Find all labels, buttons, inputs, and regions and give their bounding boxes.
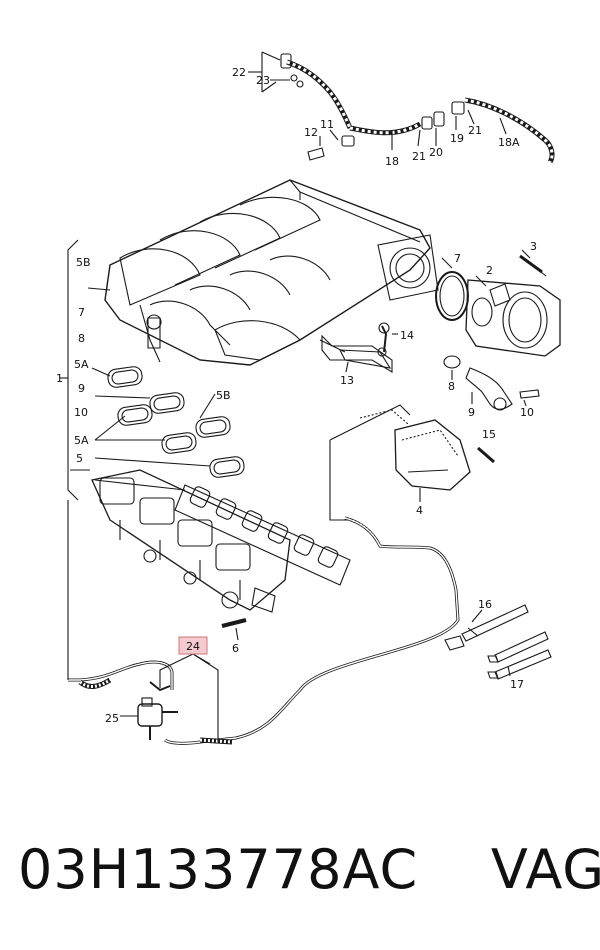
- part-number-caption: 03H133778AC VAG: [18, 838, 600, 901]
- callout-8-right: 8: [448, 380, 455, 393]
- gaskets-5a: [107, 366, 245, 478]
- callout-7-right: 7: [454, 252, 461, 265]
- callout-7-left: 7: [78, 306, 85, 319]
- callout-13: 13: [340, 374, 354, 387]
- callout-6: 6: [232, 642, 239, 655]
- callout-14: 14: [400, 329, 414, 342]
- callout-5a-bottom: 5A: [74, 434, 89, 447]
- callout-21a: 21: [412, 150, 426, 163]
- vacuum-valve: [137, 681, 178, 740]
- callout-15: 15: [482, 428, 496, 441]
- callout-17: 17: [510, 678, 524, 691]
- callout-18a: 18A: [498, 136, 520, 149]
- callout-10-right: 10: [520, 406, 534, 419]
- callout-5: 5: [76, 452, 83, 465]
- callout-16: 16: [478, 598, 492, 611]
- callout-9-right: 9: [468, 406, 475, 419]
- callout-5a-top: 5A: [74, 358, 89, 371]
- intake-manifold-upper: [104, 179, 431, 369]
- brand: VAG: [490, 838, 600, 901]
- highlight-box-24: [178, 636, 208, 655]
- callout-3: 3: [530, 240, 537, 253]
- callout-1: 1: [56, 372, 63, 385]
- part-number: 03H133778AC: [18, 838, 419, 901]
- vacuum-hose-top: [280, 53, 555, 164]
- callout-18: 18: [385, 155, 399, 168]
- callout-2: 2: [486, 264, 493, 277]
- caption-spacer: [418, 838, 491, 901]
- intake-manifold-lower: [91, 469, 291, 613]
- callout-19: 19: [450, 132, 464, 145]
- callout-4: 4: [416, 504, 423, 517]
- callout-12: 12: [304, 126, 318, 139]
- vacuum-line-long: [68, 516, 460, 745]
- parts-diagram: 22 23 11 12 18 21 20 19 21 18A 5B 7 8 5A…: [56, 51, 561, 745]
- callout-5b-top: 5B: [76, 256, 91, 269]
- callout-22: 22: [232, 66, 246, 79]
- callout-9-left: 9: [78, 382, 85, 395]
- heat-shield: [394, 419, 471, 491]
- gasket-strip: [174, 484, 351, 586]
- throttle-flange: [377, 234, 439, 301]
- callout-21b: 21: [468, 124, 482, 137]
- callout-8-left: 8: [78, 332, 85, 345]
- callout-5b-mid: 5B: [216, 389, 231, 402]
- throttle-body: [465, 279, 561, 357]
- callout-23: 23: [256, 74, 270, 87]
- o-ring: [435, 271, 469, 321]
- callout-25: 25: [105, 712, 119, 725]
- callout-11: 11: [320, 118, 334, 131]
- callout-10-left: 10: [74, 406, 88, 419]
- callout-20: 20: [429, 146, 443, 159]
- cable-ties: [444, 604, 552, 680]
- callout-24: 24: [186, 640, 200, 653]
